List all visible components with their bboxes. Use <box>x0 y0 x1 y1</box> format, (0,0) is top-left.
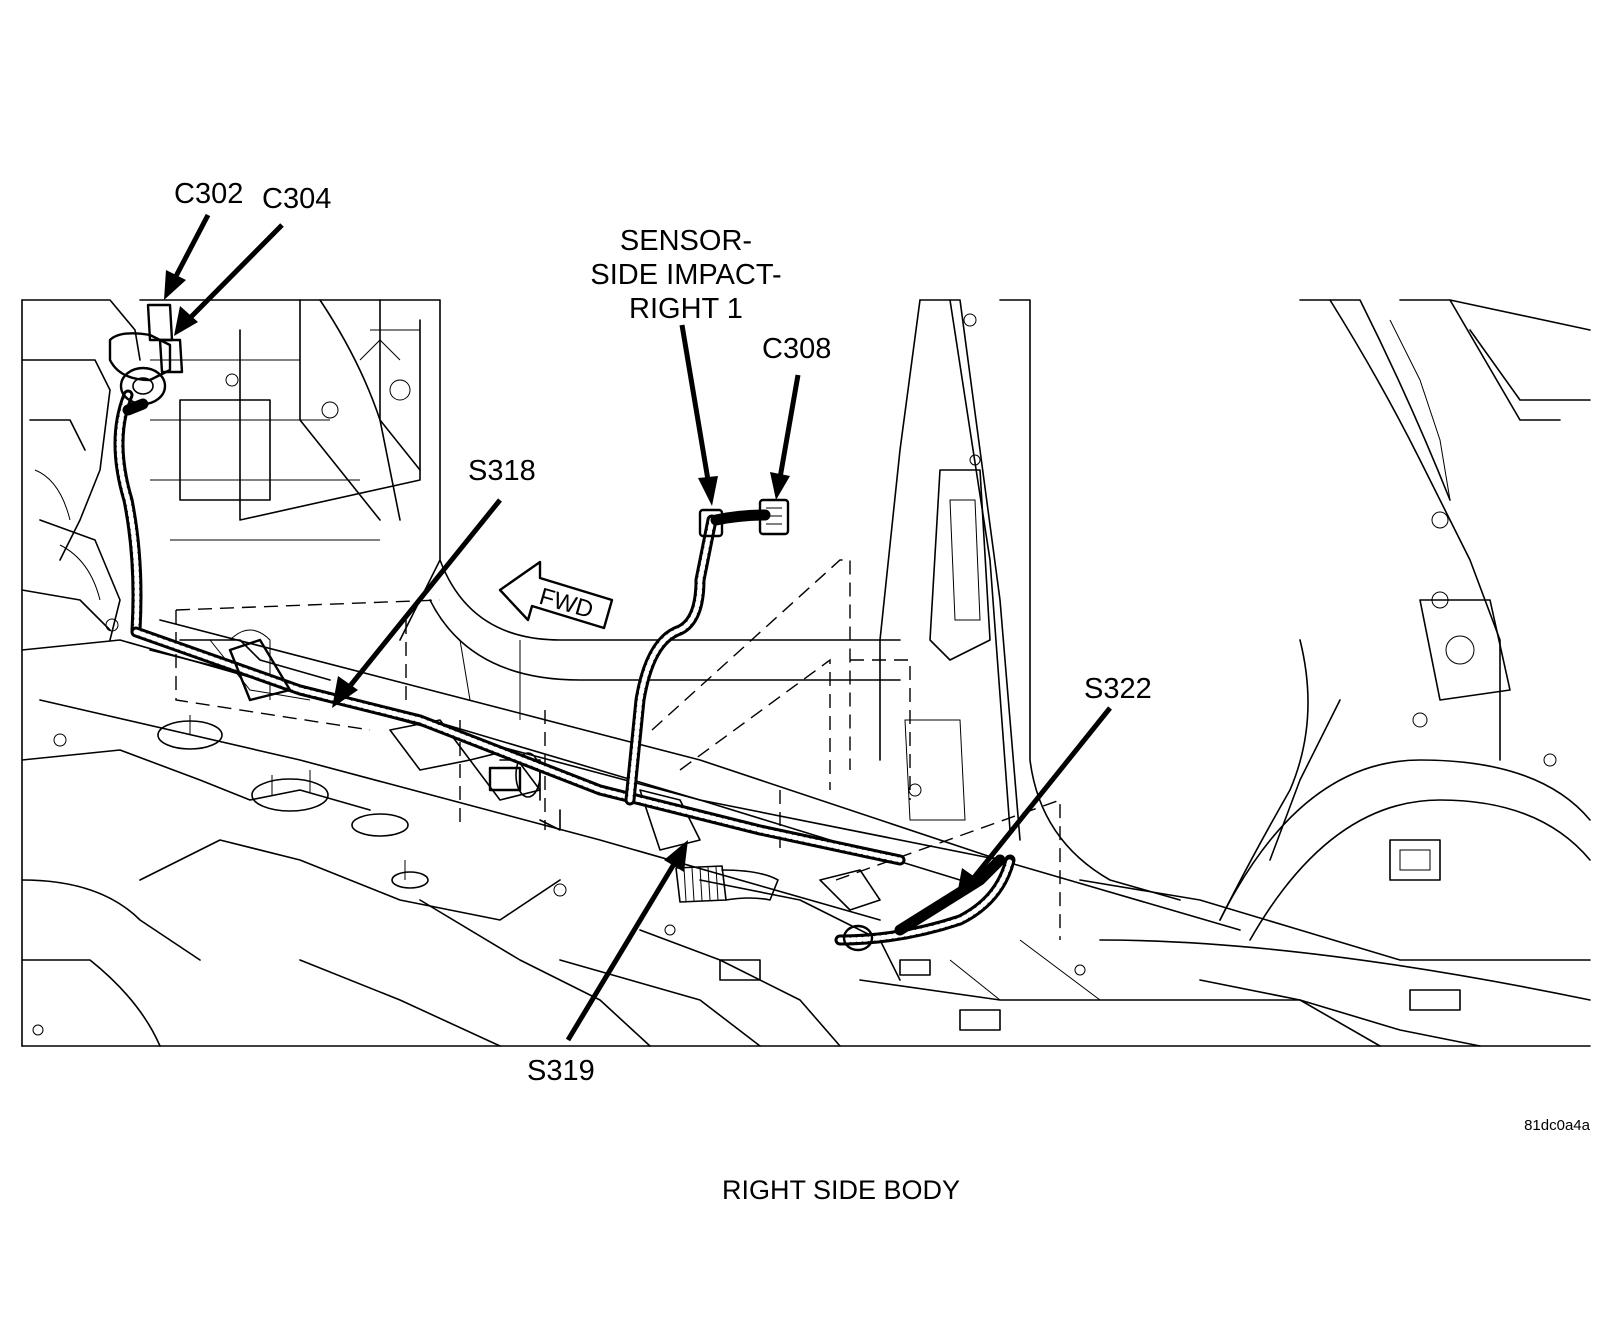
vehicle-body-illustration <box>21 299 1591 1047</box>
label-sensor-line3: RIGHT 1 <box>629 293 743 325</box>
fwd-label: FWD <box>536 583 596 624</box>
label-c304: C304 <box>262 183 331 215</box>
label-c308: C308 <box>762 333 831 365</box>
label-s322: S322 <box>1084 673 1152 705</box>
label-s318: S318 <box>468 455 536 487</box>
label-s319: S319 <box>527 1055 595 1087</box>
label-c302: C302 <box>174 178 243 210</box>
forward-arrow: FWD <box>498 560 614 630</box>
diagram-caption: RIGHT SIDE BODY <box>722 1175 960 1205</box>
label-sensor-line1: SENSOR- <box>620 225 752 257</box>
wiring-harness <box>108 303 1016 952</box>
callout-arrows <box>164 213 1112 1042</box>
callout-labels: C302 C304 SENSOR- SIDE IMPACT- RIGHT 1 C… <box>174 178 1152 1087</box>
label-sensor-line2: SIDE IMPACT- <box>590 259 781 291</box>
reference-code: 81dc0a4a <box>1524 1117 1591 1134</box>
